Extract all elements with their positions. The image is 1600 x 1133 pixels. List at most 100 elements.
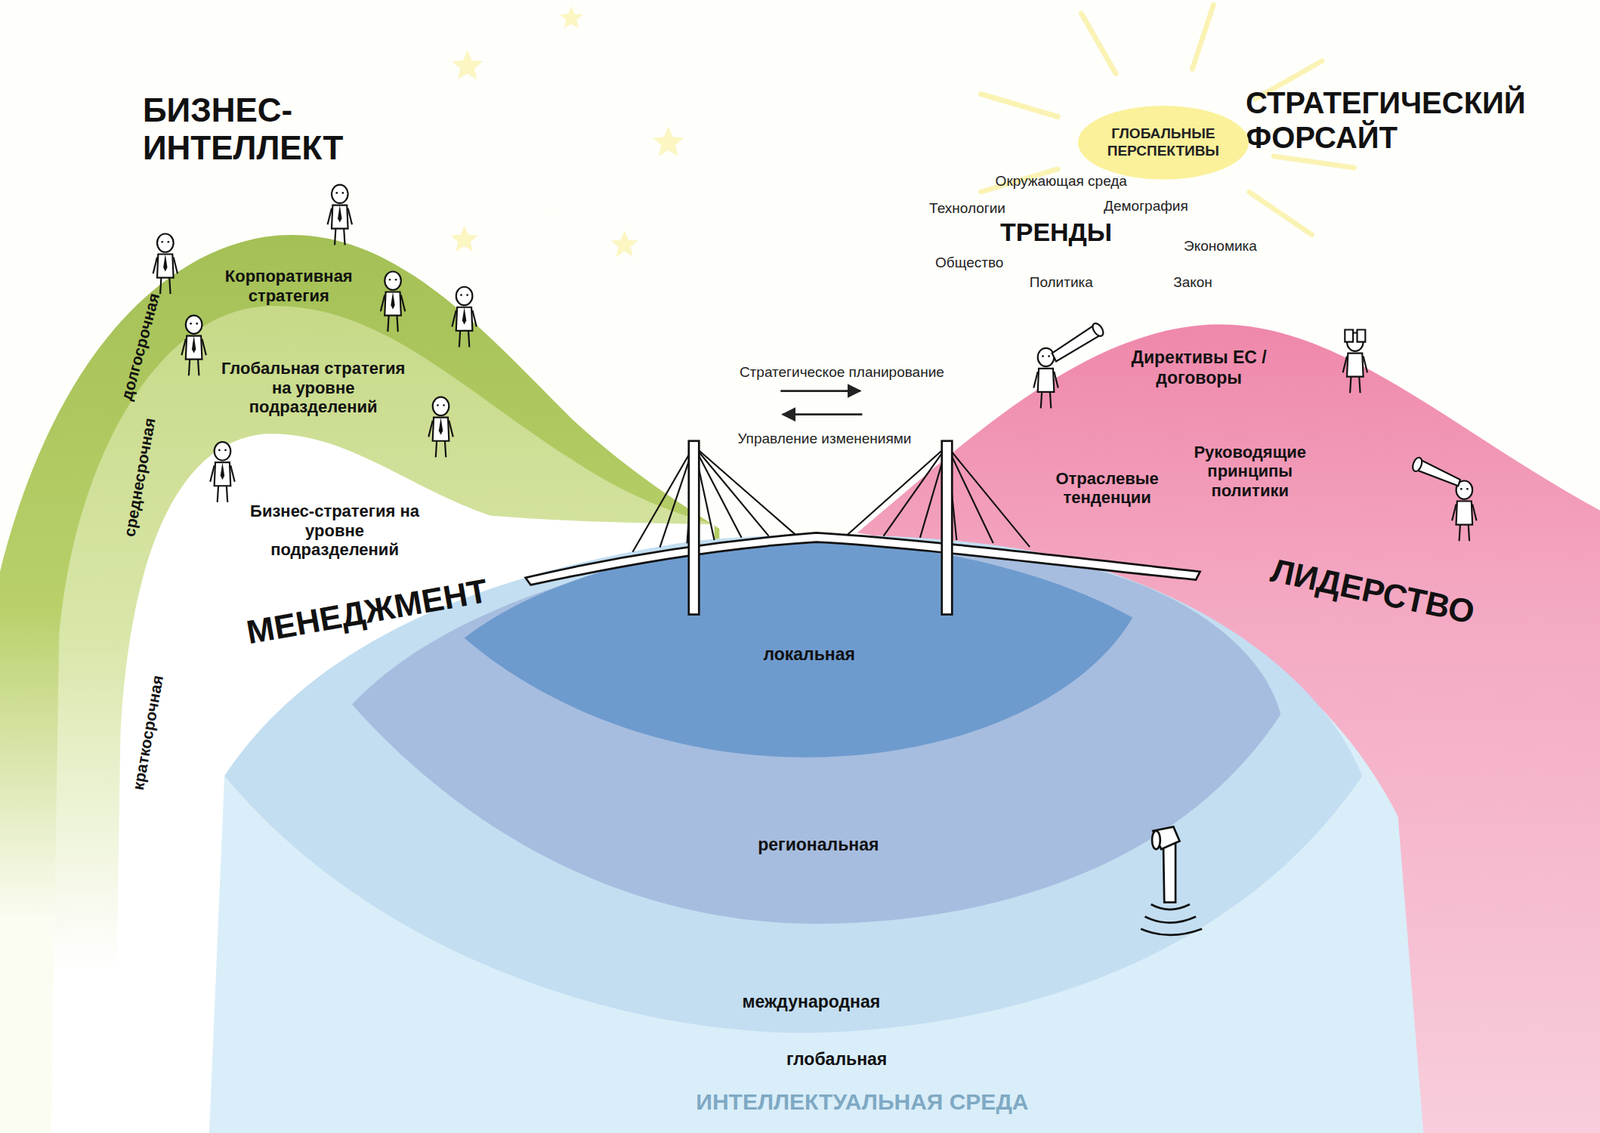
people-part-part — [220, 462, 225, 480]
people-part — [1343, 329, 1368, 393]
label-text: Руководящие принципы политики — [1182, 442, 1319, 501]
label-text: Стратегическое планирование — [739, 364, 945, 381]
label-text: Политика — [1029, 274, 1094, 291]
sky-decor-part — [522, 157, 556, 211]
people-part-part — [1460, 488, 1463, 491]
label-text: Закон — [1173, 274, 1213, 291]
label-text: Директивы ЕС / договоры — [1111, 347, 1286, 388]
label-text: международная — [742, 991, 881, 1012]
label-text: Технологии — [929, 200, 1006, 217]
sky-decor-part — [451, 49, 483, 80]
people-part-part — [1041, 355, 1045, 358]
people-part — [451, 287, 476, 348]
bridge-part — [525, 532, 1201, 585]
sky-decor-part — [1249, 191, 1313, 235]
sky-decor-part — [981, 93, 1059, 117]
people-part-part — [460, 293, 463, 297]
sky-decor-part — [611, 230, 639, 257]
people-part-part — [214, 462, 232, 486]
people-part — [327, 185, 353, 246]
label-text: Отраслевые тенденции — [1043, 468, 1172, 507]
people-part — [181, 315, 206, 377]
periscope — [1140, 827, 1202, 936]
bridge-part — [947, 446, 1031, 548]
label-text: ИНТЕЛЛЕКТУАЛЬНАЯ СРЕДА — [695, 1089, 1029, 1116]
bridge-part — [694, 446, 742, 538]
label-text: БИЗНЕС-ИНТЕЛЛЕКТ — [142, 91, 393, 168]
people-part-part — [185, 336, 203, 360]
flow-arrows — [780, 391, 862, 415]
periscope-part — [1151, 904, 1190, 910]
people-part-part — [1047, 355, 1051, 358]
people-part — [1033, 321, 1106, 409]
water-layers-part — [209, 534, 1424, 1133]
people-part-part — [160, 240, 164, 244]
bridge-part — [632, 446, 694, 553]
people-part — [153, 233, 178, 294]
people-part-part — [442, 404, 445, 407]
people-part-part — [195, 322, 198, 325]
label-text: Общество — [935, 255, 1004, 272]
people-part-part — [218, 449, 221, 452]
label-text: Демография — [1103, 197, 1189, 215]
bridge-part — [883, 446, 948, 537]
people-part-part — [224, 449, 227, 452]
people-part-part — [167, 240, 170, 244]
sun-text: ГЛОБАЛЬНЫЕ ПЕРСПЕКТИВЫ — [1106, 125, 1221, 161]
flow-arrows-part — [780, 389, 860, 393]
people-part-part — [456, 307, 473, 331]
people-part — [428, 397, 453, 458]
label-text: региональная — [757, 834, 879, 855]
label-text: ТРЕНДЫ — [1000, 217, 1112, 248]
periscope-part — [1145, 917, 1197, 924]
people-part — [1411, 456, 1477, 541]
people-part-part — [1037, 348, 1055, 367]
sky-decor-part — [981, 93, 1059, 117]
people-part-part — [466, 293, 469, 297]
bridge-part — [694, 446, 797, 536]
label-text: СТРАТЕГИЧЕСКИЙ ФОРСАЙТ — [1245, 85, 1571, 155]
people-part-part — [462, 307, 467, 325]
label-text: Корпоративная стратегия — [213, 266, 365, 306]
people-part-part — [191, 336, 196, 354]
label-text: Экономика — [1183, 237, 1258, 255]
people-part-part — [395, 278, 398, 282]
people-part-part — [1411, 456, 1424, 473]
people-part-part — [1090, 321, 1106, 339]
people-part-part — [337, 205, 342, 223]
sun-badge: ГЛОБАЛЬНЫЕ ПЕРСПЕКТИВЫ — [1076, 104, 1251, 182]
label-text: глобальная — [786, 1049, 887, 1069]
people-part-part — [214, 441, 232, 461]
water-layers-part — [224, 534, 1363, 1034]
people-part-part — [456, 287, 473, 306]
people — [153, 185, 1477, 542]
flow-arrows-part — [782, 413, 862, 416]
people-part-part — [1346, 353, 1364, 377]
sky-decor-part — [652, 126, 684, 157]
people-part-part — [331, 205, 349, 229]
people-part-part — [1451, 504, 1477, 542]
water-layers — [209, 534, 1424, 1133]
sky-decor-part — [1192, 4, 1214, 69]
people-part-part — [390, 291, 395, 309]
people-part-part — [163, 253, 167, 272]
sky-decor — [450, 4, 1355, 257]
periscope-part — [1152, 830, 1161, 850]
label-text: Окружающая среда — [995, 173, 1128, 191]
people-part-part — [436, 404, 439, 407]
people-part-part — [1466, 488, 1469, 491]
bridge-part — [688, 441, 700, 615]
people-part-part — [389, 278, 392, 282]
sky-decor-part — [1273, 156, 1354, 168]
water-layers-part — [352, 541, 1281, 924]
bridge-part — [846, 446, 947, 536]
label-text: Глобальная стратегия на уровне подраздел… — [219, 358, 408, 417]
people-part — [210, 441, 235, 503]
people-part-part — [185, 315, 203, 334]
people-part-part — [1033, 371, 1058, 409]
sky-decor-part — [450, 225, 479, 252]
people-part-part — [384, 271, 402, 290]
label-text: Бизнес-стратегия на уровне подразделений — [240, 501, 430, 560]
